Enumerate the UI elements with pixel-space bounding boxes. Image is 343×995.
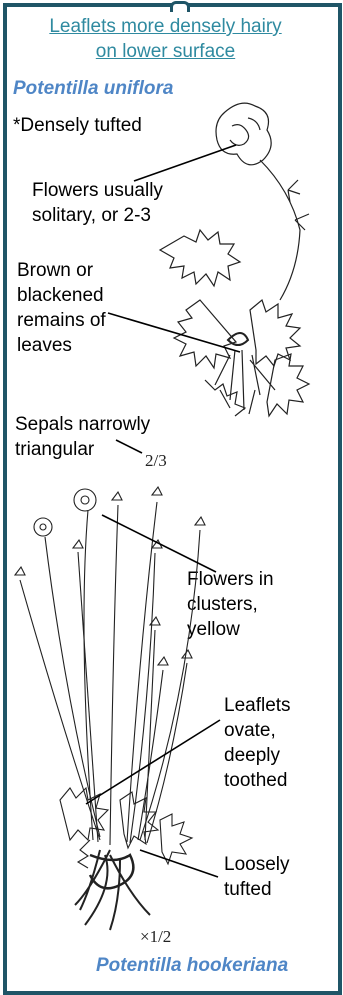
leader-line-sepals bbox=[116, 440, 142, 453]
upper-scale-label: 2/3 bbox=[145, 451, 167, 470]
lower-scale-label: ×1/2 bbox=[140, 927, 171, 946]
leader-line-flowers-solitary bbox=[134, 145, 236, 181]
leader-line-brown-remains bbox=[108, 313, 240, 352]
leader-lines bbox=[86, 145, 240, 877]
leader-line-loosely-tufted bbox=[140, 850, 218, 877]
upper-plant-drawing bbox=[160, 103, 309, 416]
leader-line-leaflets bbox=[86, 720, 220, 804]
lower-plant-drawing bbox=[15, 487, 205, 930]
